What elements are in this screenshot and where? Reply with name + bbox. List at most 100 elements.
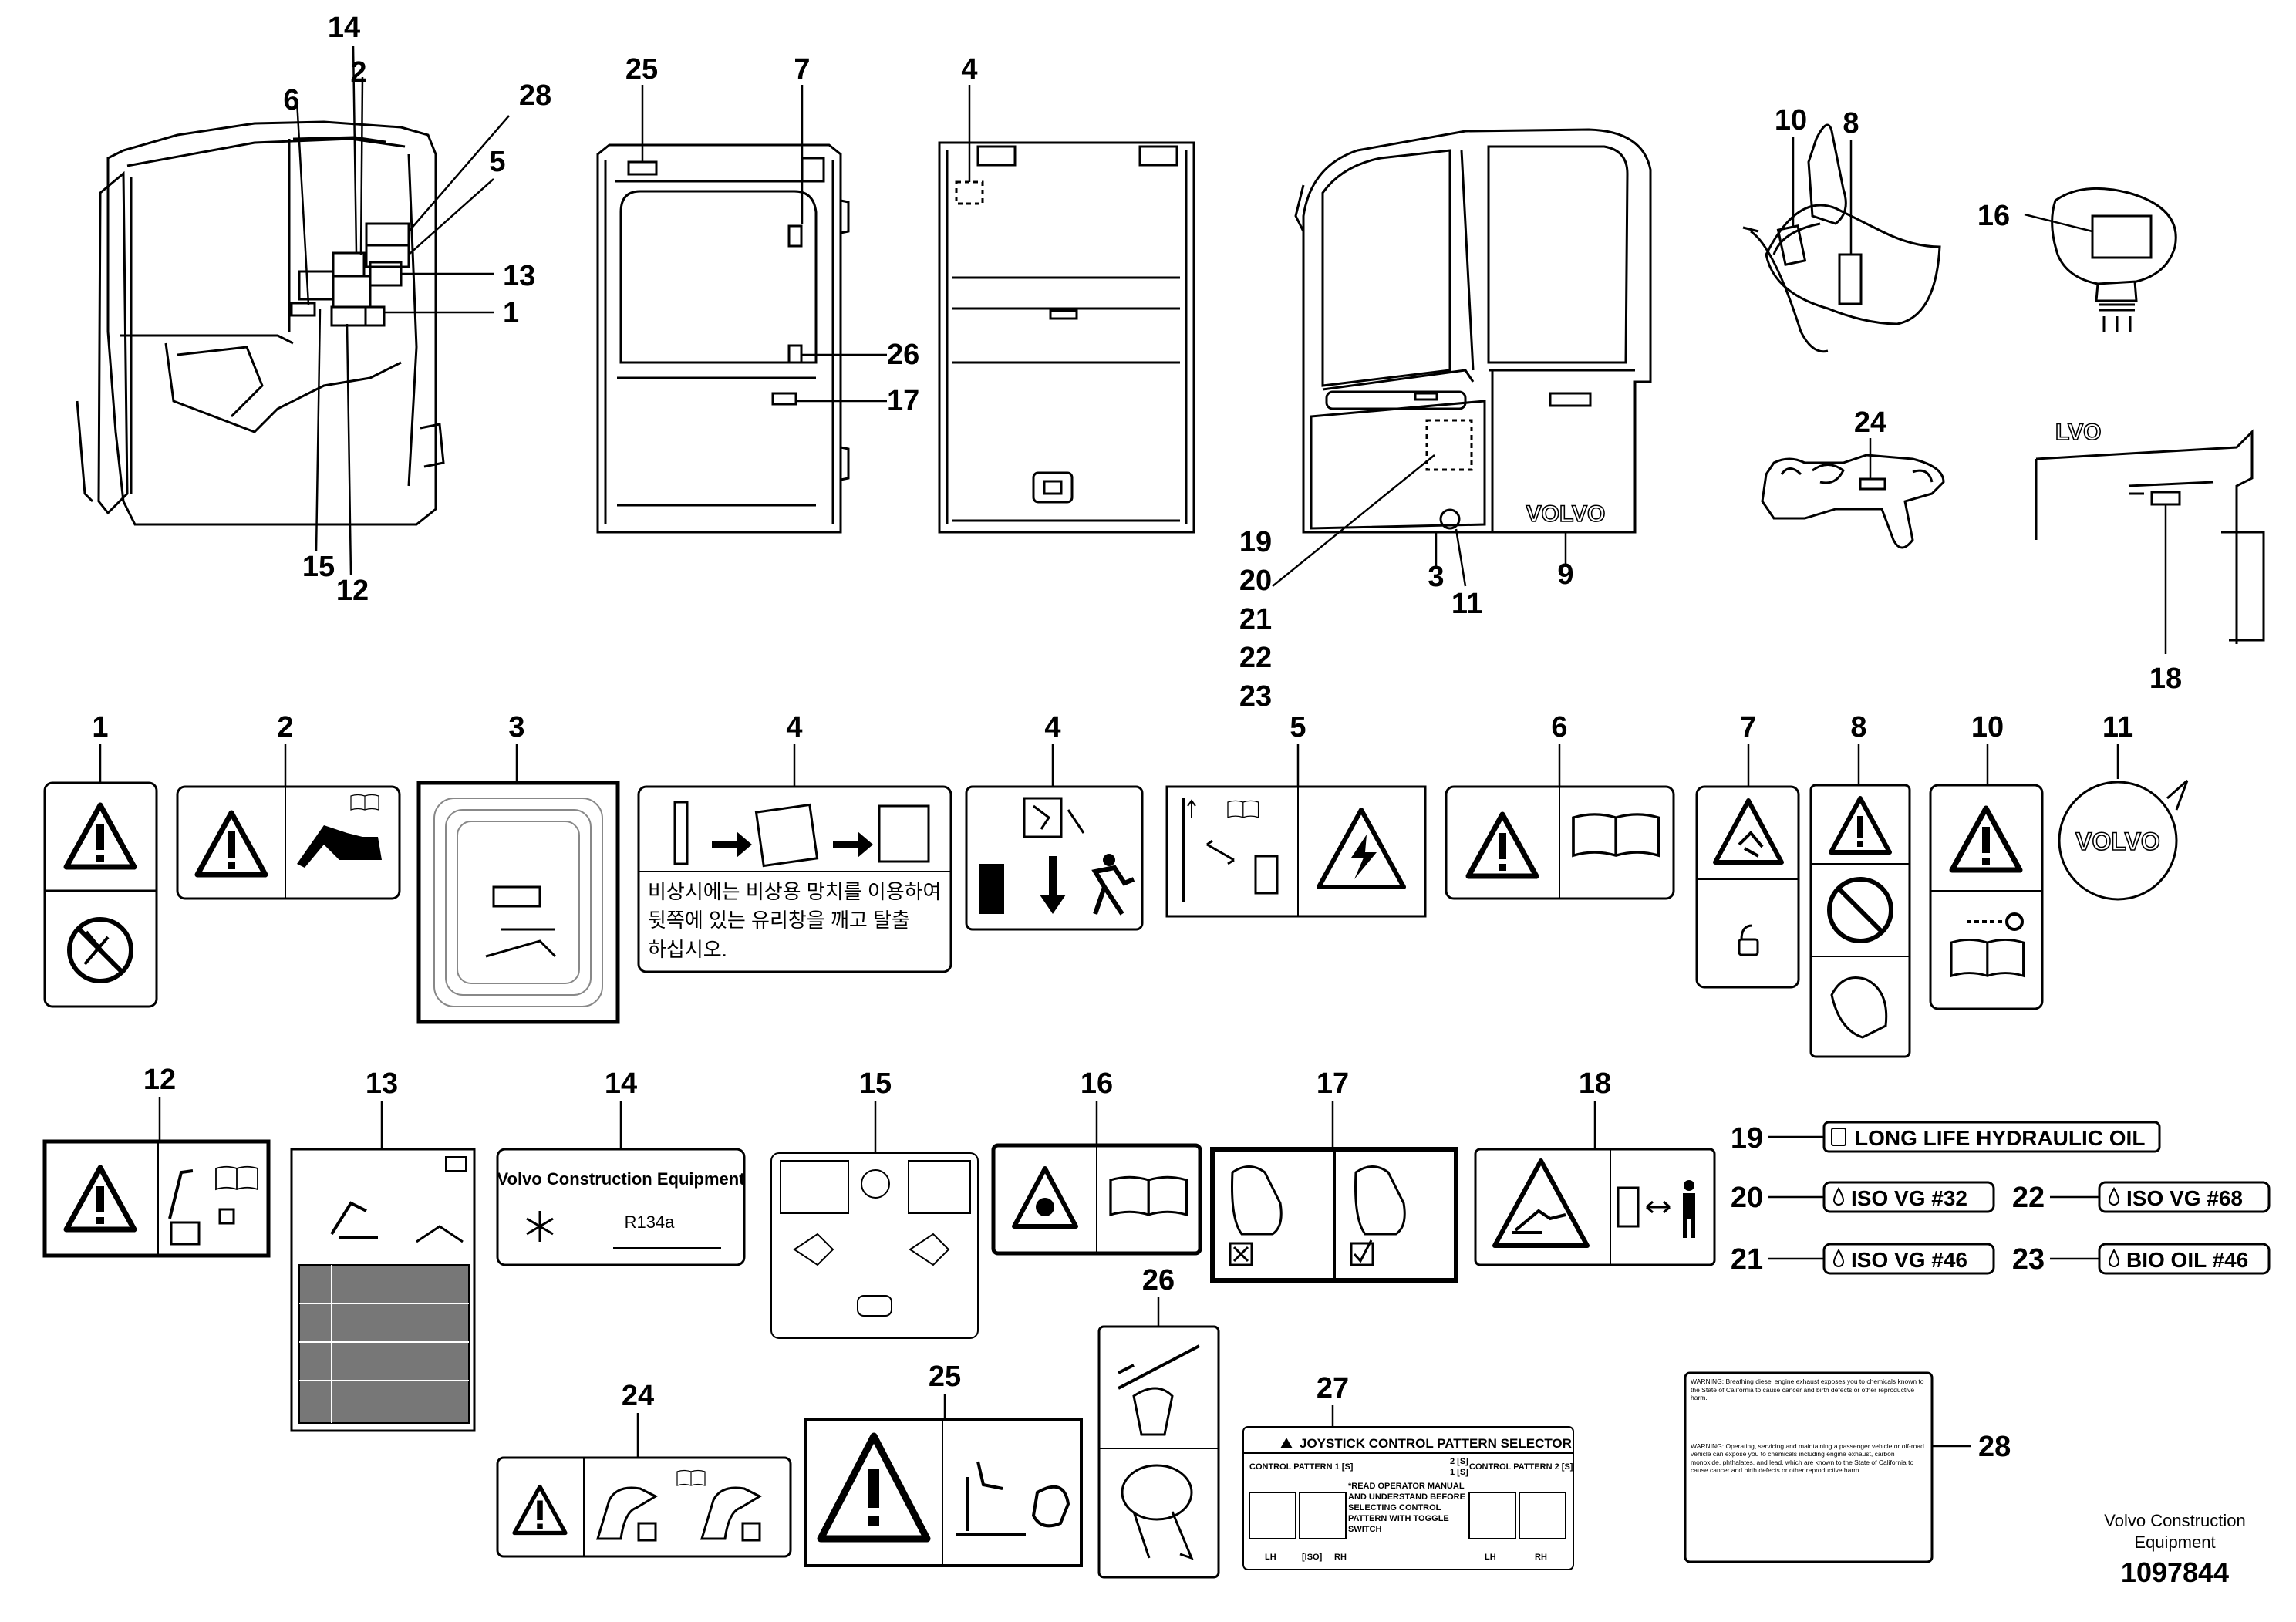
decal-11-volvo: VOLVO: [2075, 828, 2160, 855]
callout-11-top: 11: [1451, 588, 1482, 620]
decal-27-iso: [ISO]: [1302, 1553, 1323, 1562]
cab-rear-view: [596, 143, 850, 534]
oil-label-19: 19 LONG LIFE HYDRAULIC OIL: [1731, 1121, 2161, 1155]
decal-14-number: 14: [605, 1067, 637, 1100]
decal-17-number: 17: [1317, 1067, 1349, 1100]
decal-24: 24: [496, 1380, 792, 1558]
oil-label-23: 23 BIO OIL #46: [2012, 1243, 2271, 1276]
decal-27-lh: LH: [1265, 1553, 1276, 1562]
decal-15-number: 15: [859, 1067, 892, 1100]
callout-17: 17: [887, 385, 919, 417]
decal-25-number: 25: [929, 1361, 961, 1393]
oil-23-number: 23: [2012, 1243, 2045, 1276]
callout-19: 19: [1239, 526, 1272, 558]
decal-18: 18: [1474, 1067, 1716, 1266]
decal-2: 2: [176, 711, 401, 900]
callout-18-top: 18: [2149, 663, 2182, 695]
decal-27-rh: RH: [1334, 1553, 1347, 1562]
decal-8-number: 8: [1850, 711, 1866, 744]
door-volvo-brand: VOLVO: [1526, 501, 1606, 527]
decal-27-mode2: 2 [S]: [1450, 1457, 1468, 1466]
decal-1-number: 1: [92, 711, 108, 744]
joystick-view: [1742, 123, 1941, 353]
callout-28: 28: [519, 79, 551, 112]
decal-13-number: 13: [366, 1067, 398, 1100]
decal-28: WARNING: Breathing diesel engine exhaust…: [1684, 1371, 2011, 1563]
callout-23: 23: [1239, 680, 1272, 713]
decal-27: 27 JOYSTICK CONTROL PATTERN SELECTOR CON…: [1242, 1372, 1574, 1570]
callout-10-top: 10: [1775, 104, 1807, 137]
callout-13: 13: [503, 260, 535, 292]
decal-7-number: 7: [1740, 711, 1756, 744]
decal-4-pictorial: 4: [965, 711, 1144, 931]
decal-4-korean-line3: 하십시오.: [648, 938, 727, 961]
callout-26: 26: [887, 339, 919, 371]
hood-logo-fragment: LVO: [2055, 420, 2101, 445]
decal-14-refrigerant: R134a: [625, 1212, 676, 1232]
oil-23-text: BIO OIL #46: [2126, 1248, 2248, 1272]
decal-27-note: *READ OPERATOR MANUAL AND UNDERSTAND BEF…: [1348, 1482, 1465, 1534]
decal-28-warning-1: WARNING: Breathing diesel engine exhaust…: [1691, 1378, 1924, 1401]
footer-brand-line2: Equipment: [2134, 1533, 2216, 1552]
decal-2-number: 2: [277, 711, 293, 744]
joystick-knob-view: [2051, 187, 2177, 332]
oil-19-text: LONG LIFE HYDRAULIC OIL: [1855, 1126, 2145, 1150]
decal-27-pattern1: CONTROL PATTERN 1 [S]: [1249, 1462, 1354, 1472]
callout-3-top: 3: [1428, 561, 1444, 593]
oil-label-21: 21 ISO VG #46: [1731, 1243, 1995, 1276]
oil-22-number: 22: [2012, 1182, 2045, 1214]
decal-8: 8: [1809, 711, 1911, 1058]
callout-20: 20: [1239, 565, 1272, 597]
decal-3: 3: [416, 711, 620, 1024]
decal-25: 25: [804, 1361, 1083, 1567]
cab-back-panel-view: [938, 141, 1195, 534]
cab-rear-leaders: [641, 85, 887, 403]
cab-side-view: [76, 120, 445, 526]
engine-hood-view: [2035, 429, 2265, 644]
decal-28-number: 28: [1978, 1431, 2011, 1463]
callout-15: 15: [302, 551, 335, 583]
decal-24-number: 24: [622, 1380, 654, 1412]
callout-7: 7: [794, 53, 810, 86]
callout-2: 2: [350, 56, 366, 89]
footer-brand-line1: Volvo Construction: [2104, 1511, 2246, 1530]
decal-16: 16: [991, 1067, 1202, 1256]
decal-4-korean: 4 비상시에는 비상용 망치를 이용하여 뒷쪽에 있는 유리창을 깨고 탈출 하…: [637, 711, 952, 973]
knob-leader: [2024, 213, 2093, 233]
decal-7: 7: [1695, 711, 1800, 989]
cab-door-leaders: [1272, 454, 1567, 587]
callout-5: 5: [489, 146, 505, 178]
callout-22: 22: [1239, 642, 1272, 674]
decal-12-number: 12: [143, 1064, 176, 1096]
decal-18-number: 18: [1579, 1067, 1611, 1100]
oil-label-22: 22 ISO VG #68: [2012, 1181, 2271, 1214]
decal-27-pattern2: CONTROL PATTERN 2 [S]: [1469, 1462, 1573, 1472]
decal-17: 17: [1210, 1067, 1458, 1283]
decal-5: 5: [1165, 711, 1427, 918]
decal-11: 11 VOLVO: [2058, 711, 2189, 901]
oil-20-number: 20: [1731, 1182, 1763, 1214]
decal-12: 12: [42, 1064, 271, 1258]
oil-22-text: ISO VG #68: [2126, 1186, 2243, 1210]
decal-14: 14 Volvo Construction Equipment R134a: [496, 1067, 746, 1266]
callout-6: 6: [283, 84, 299, 116]
decal-3-number: 3: [508, 711, 524, 744]
callout-21: 21: [1239, 603, 1272, 636]
callout-4-top: 4: [961, 53, 977, 86]
joystick-leaders: [1792, 137, 1853, 255]
callout-14: 14: [328, 12, 360, 44]
decal-26: 26: [1097, 1264, 1220, 1579]
oil-label-20: 20 ISO VG #32: [1731, 1181, 1995, 1214]
decal-27-title: JOYSTICK CONTROL PATTERN SELECTOR: [1300, 1436, 1572, 1451]
callout-25: 25: [625, 53, 658, 86]
cab-door-view: [1294, 128, 1652, 534]
callout-24-top: 24: [1854, 406, 1886, 439]
oil-20-text: ISO VG #32: [1851, 1186, 1967, 1210]
decal-1: 1: [43, 711, 158, 1008]
decal-4-korean-line2: 뒷쪽에 있는 유리창을 깨고 탈출: [648, 909, 910, 932]
oil-21-number: 21: [1731, 1243, 1763, 1276]
decal-4-korean-line1: 비상시에는 비상용 망치를 이용하여: [648, 880, 941, 903]
decal-26-number: 26: [1142, 1264, 1175, 1297]
decal-10-number: 10: [1971, 711, 2004, 744]
